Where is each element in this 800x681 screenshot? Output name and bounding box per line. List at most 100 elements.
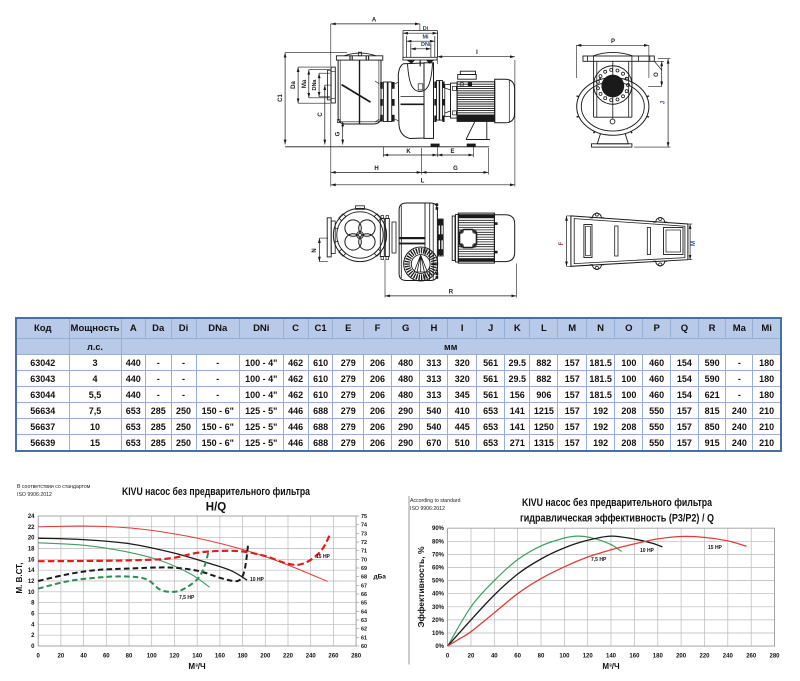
svg-text:G: G — [453, 166, 458, 172]
svg-text:80%: 80% — [432, 539, 445, 545]
svg-text:0: 0 — [31, 644, 35, 650]
svg-text:Эффективность, %: Эффективность, % — [416, 546, 426, 627]
svg-text:70%: 70% — [432, 552, 445, 558]
svg-text:60: 60 — [514, 654, 521, 660]
svg-text:70: 70 — [361, 557, 367, 563]
svg-text:DNi: DNi — [421, 42, 431, 48]
svg-text:R: R — [449, 290, 454, 296]
svg-text:68: 68 — [361, 575, 367, 581]
svg-text:P: P — [611, 39, 615, 45]
svg-text:40%: 40% — [432, 592, 445, 598]
svg-text:ISO 9906:2012: ISO 9906:2012 — [410, 506, 445, 512]
svg-text:62: 62 — [361, 627, 367, 633]
svg-text:A: A — [372, 18, 377, 24]
svg-text:50%: 50% — [432, 579, 445, 585]
svg-text:20: 20 — [468, 654, 475, 660]
svg-text:280: 280 — [351, 654, 362, 660]
svg-text:E: E — [450, 149, 454, 155]
svg-text:260: 260 — [328, 654, 339, 660]
svg-text:40: 40 — [491, 654, 498, 660]
svg-text:F: F — [559, 241, 565, 245]
svg-text:200: 200 — [260, 654, 271, 660]
svg-text:120: 120 — [169, 654, 180, 660]
svg-text:According to standard: According to standard — [410, 498, 461, 504]
svg-text:10 HP: 10 HP — [640, 548, 655, 554]
svg-text:0: 0 — [37, 654, 41, 660]
svg-text:120: 120 — [583, 654, 594, 660]
svg-text:64: 64 — [361, 609, 367, 615]
svg-text:100: 100 — [147, 654, 158, 660]
svg-text:200: 200 — [676, 654, 687, 660]
svg-text:24: 24 — [28, 514, 35, 520]
svg-text:M: M — [691, 241, 697, 246]
svg-text:71: 71 — [361, 549, 367, 555]
svg-text:10 HP: 10 HP — [250, 577, 265, 583]
svg-text:20%: 20% — [432, 618, 445, 624]
svg-text:67: 67 — [361, 583, 367, 589]
svg-text:0%: 0% — [435, 644, 444, 650]
svg-text:гидравлическая эффективность (: гидравлическая эффективность (P3/P2) / Q — [520, 513, 714, 525]
svg-text:60: 60 — [361, 644, 367, 650]
svg-text:60: 60 — [103, 654, 110, 660]
svg-text:80: 80 — [538, 654, 545, 660]
svg-text:H/Q: H/Q — [206, 502, 227, 514]
svg-text:М³/Ч: М³/Ч — [188, 662, 206, 671]
svg-text:63: 63 — [361, 618, 367, 624]
svg-text:15 HP: 15 HP — [708, 545, 723, 551]
svg-text:140: 140 — [192, 654, 203, 660]
svg-text:дБа: дБа — [374, 574, 387, 581]
svg-text:220: 220 — [699, 654, 710, 660]
svg-text:240: 240 — [723, 654, 734, 660]
svg-text:72: 72 — [361, 540, 367, 546]
svg-text:L: L — [421, 179, 425, 185]
svg-text:N: N — [312, 248, 318, 252]
svg-text:KIVU насос без предварительног: KIVU насос без предварительного фильтра — [122, 486, 311, 498]
svg-text:74: 74 — [361, 523, 367, 529]
svg-text:8: 8 — [31, 601, 35, 607]
svg-text:16: 16 — [28, 557, 35, 563]
svg-text:G: G — [336, 131, 342, 136]
svg-text:10%: 10% — [432, 631, 445, 637]
svg-text:22: 22 — [28, 525, 35, 531]
svg-text:75: 75 — [361, 514, 367, 520]
svg-text:180: 180 — [653, 654, 664, 660]
svg-text:240: 240 — [306, 654, 317, 660]
svg-text:O: O — [654, 72, 660, 77]
svg-text:12: 12 — [28, 579, 35, 585]
svg-text:6: 6 — [31, 612, 35, 618]
svg-text:65: 65 — [361, 601, 367, 607]
svg-text:40: 40 — [80, 654, 87, 660]
svg-text:7,5 HP: 7,5 HP — [591, 557, 607, 563]
svg-text:М³/Ч: М³/Ч — [602, 662, 620, 671]
svg-text:М. В.СТ,: М. В.СТ, — [15, 563, 24, 594]
svg-text:69: 69 — [361, 566, 367, 572]
svg-text:180: 180 — [238, 654, 249, 660]
svg-text:160: 160 — [215, 654, 226, 660]
svg-text:140: 140 — [606, 654, 617, 660]
svg-text:Mi: Mi — [422, 35, 429, 41]
svg-text:80: 80 — [126, 654, 133, 660]
svg-text:14: 14 — [28, 568, 35, 574]
svg-text:20: 20 — [28, 536, 35, 542]
svg-text:73: 73 — [361, 531, 367, 537]
svg-text:0: 0 — [446, 654, 450, 660]
svg-text:7,5 HP: 7,5 HP — [179, 595, 195, 601]
svg-text:DNa: DNa — [312, 79, 318, 91]
svg-text:C: C — [318, 112, 324, 117]
svg-text:66: 66 — [361, 592, 367, 598]
svg-text:2: 2 — [31, 633, 35, 639]
svg-text:I: I — [476, 50, 478, 56]
svg-text:Da: Da — [291, 81, 297, 89]
svg-text:H: H — [374, 166, 378, 172]
svg-text:160: 160 — [629, 654, 640, 660]
svg-text:90%: 90% — [432, 526, 445, 532]
svg-text:C1: C1 — [278, 94, 284, 102]
svg-text:4: 4 — [31, 622, 35, 628]
svg-text:KIVU насос без предварительног: KIVU насос без предварительного фильтра — [522, 497, 713, 509]
svg-text:220: 220 — [283, 654, 294, 660]
svg-text:20: 20 — [58, 654, 65, 660]
svg-text:Di: Di — [423, 26, 429, 32]
svg-text:61: 61 — [361, 635, 367, 641]
svg-text:10: 10 — [28, 590, 35, 596]
svg-text:30%: 30% — [432, 605, 445, 611]
